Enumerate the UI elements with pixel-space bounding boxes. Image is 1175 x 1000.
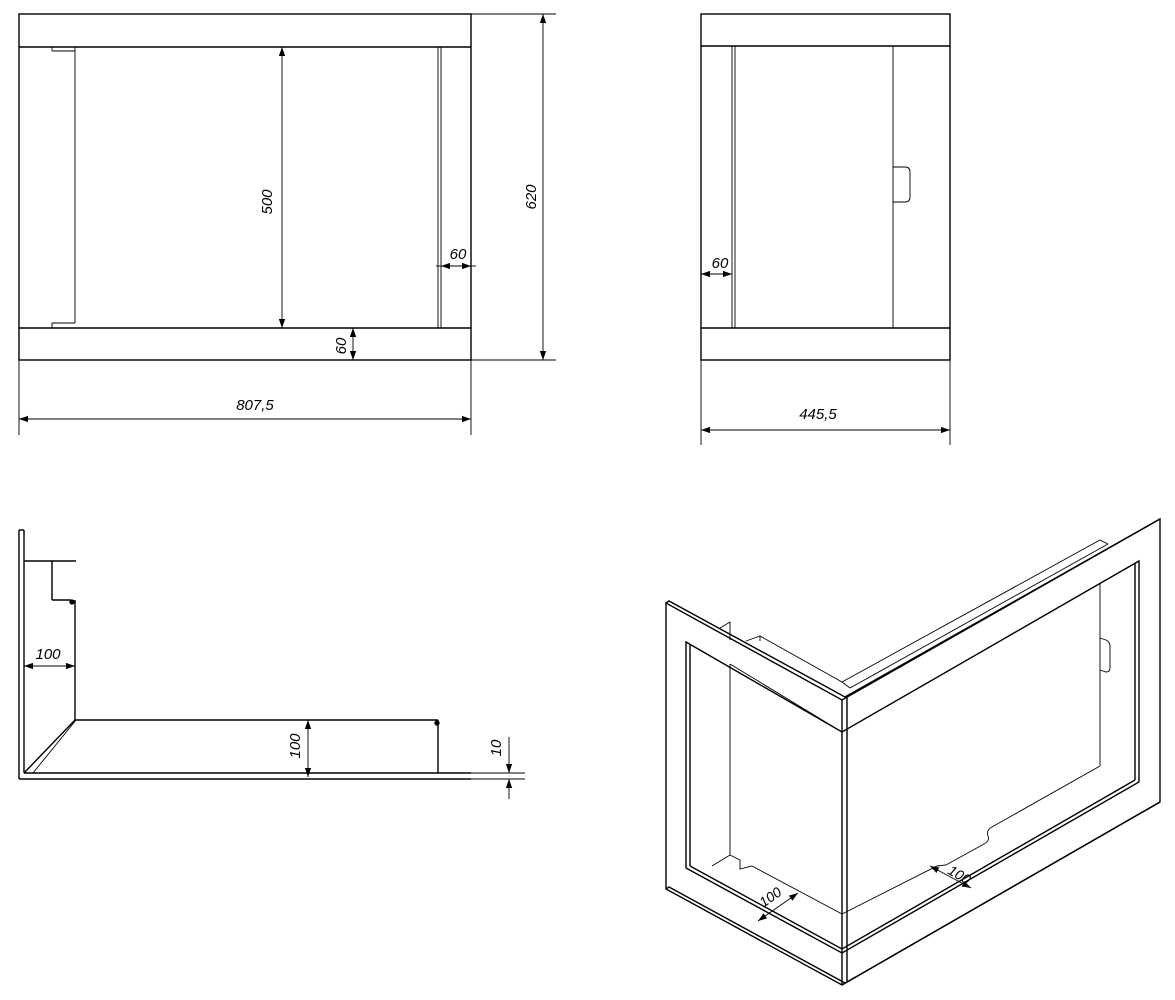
section-view: 100 100 10 (18, 529, 525, 799)
section-bottom-depth-label: 100 (287, 733, 304, 759)
section-thickness-label: 10 (488, 739, 505, 756)
side-view: 60 445,5 (700, 13, 951, 445)
side-view-outline (700, 13, 951, 361)
isometric-view: 100 100 (665, 517, 1161, 986)
section-return-depth-label: 100 (35, 646, 61, 663)
front-bottom-frame-label: 60 (333, 337, 350, 354)
front-view-outline (18, 13, 472, 361)
isometric-inner-details (711, 539, 1111, 953)
iso-right-depth-label: 100 (945, 862, 973, 888)
front-view-dimension-lines (18, 13, 556, 435)
section-view-details (32, 599, 440, 774)
side-total-width-label: 445,5 (799, 406, 837, 423)
side-frame-label: 60 (712, 255, 729, 272)
side-view-inner-details (731, 46, 911, 328)
side-view-dimension-lines (700, 270, 951, 445)
front-total-width-label: 807,5 (236, 397, 274, 414)
front-inner-height-label: 500 (259, 189, 276, 215)
front-side-frame-label: 60 (450, 246, 467, 263)
section-view-dimension-lines (24, 662, 525, 799)
front-view: 500 620 60 60 807,5 (18, 13, 556, 435)
front-total-height-label: 620 (523, 184, 540, 210)
isometric-dimension-lines (757, 865, 972, 922)
iso-left-depth-label: 100 (756, 884, 784, 911)
section-view-profile (18, 529, 471, 780)
front-view-inner-details (18, 46, 442, 329)
isometric-frame (665, 517, 1161, 986)
